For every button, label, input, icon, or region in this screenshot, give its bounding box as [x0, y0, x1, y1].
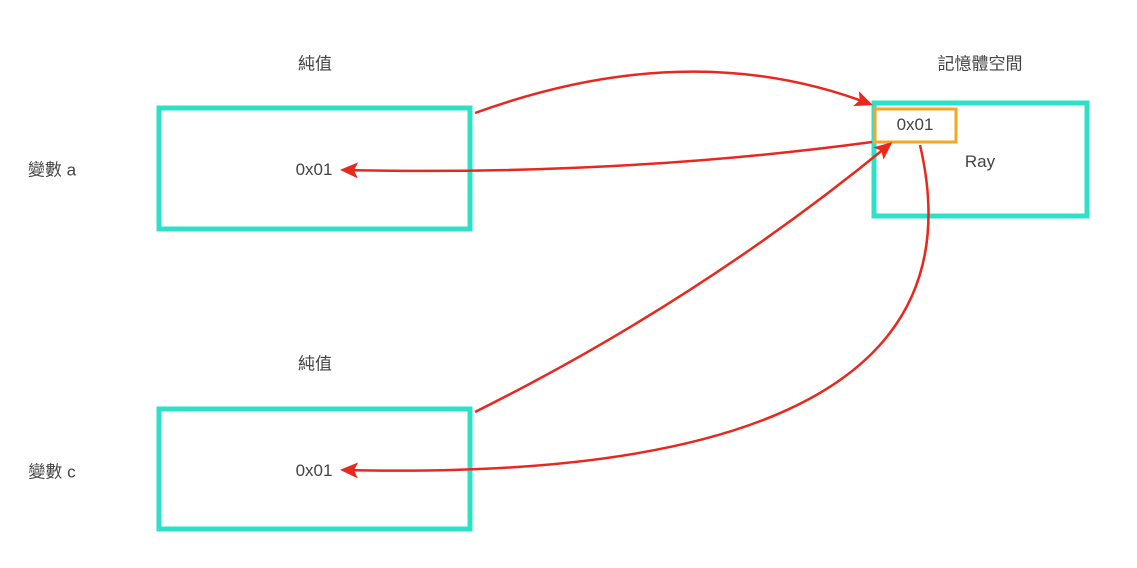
heading-pure-value-bottom: 純值 [298, 354, 332, 374]
variable-a-label: 變數 a [27, 160, 77, 180]
arrow-c-to-memory [474, 142, 893, 414]
variable-c-value: 0x01 [295, 461, 333, 480]
variable-a-value: 0x01 [295, 160, 333, 179]
memory-address: 0x01 [896, 115, 934, 134]
memory-address-box [873, 107, 958, 144]
arrow-memory-to-a [340, 140, 873, 179]
arrow-a-to-memory [474, 70, 873, 115]
arrow-memory-to-c [340, 144, 930, 479]
heading-memory-space: 記憶體空間 [937, 54, 1023, 74]
memory-content: Ray [964, 152, 996, 171]
variable-a-box [156, 105, 473, 232]
heading-pure-value-top: 純值 [298, 54, 332, 74]
variable-c-label: 變數 c [28, 462, 76, 482]
